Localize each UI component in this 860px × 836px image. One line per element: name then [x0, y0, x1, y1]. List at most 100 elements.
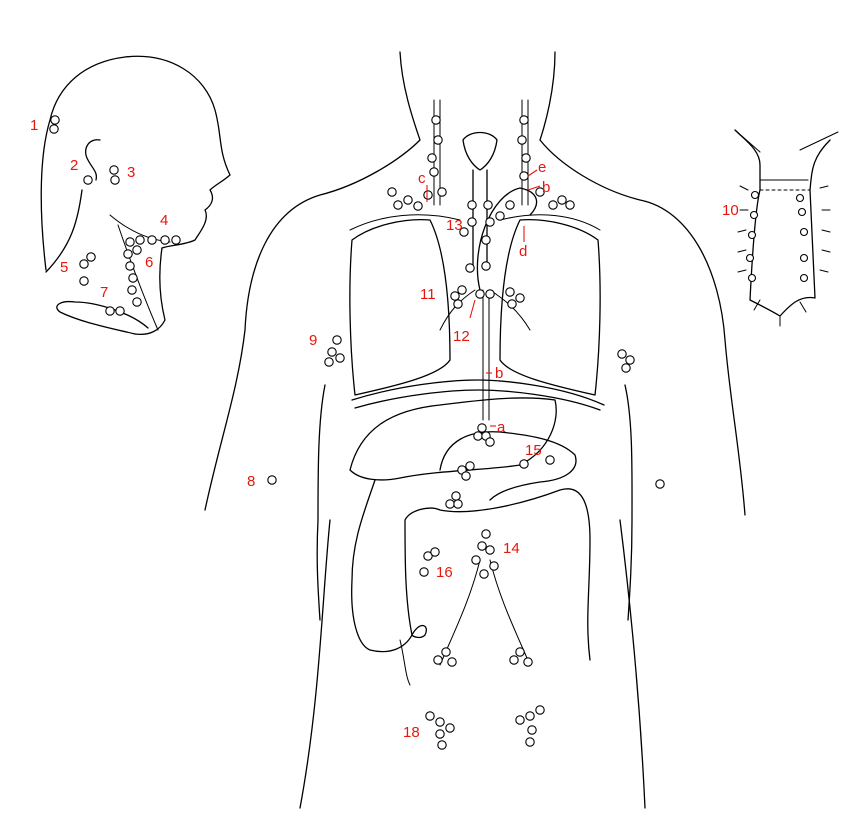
lymph-node — [548, 200, 558, 210]
label-c: c — [418, 170, 426, 187]
tree-node — [799, 227, 809, 237]
lymph-node — [332, 335, 342, 345]
neck-front-outline — [134, 247, 166, 336]
lymph-node — [479, 569, 489, 579]
lymph-node — [515, 293, 525, 303]
tree-node — [797, 207, 807, 217]
label-4: 4 — [160, 212, 168, 229]
label-3: 3 — [127, 164, 135, 181]
arm-inner-right — [624, 384, 633, 621]
lymph-node — [132, 245, 142, 255]
lymph-node — [485, 545, 495, 555]
lymph-node — [267, 475, 277, 485]
lymph-node — [461, 471, 471, 481]
lymph-node — [485, 217, 495, 227]
appendix — [399, 639, 411, 686]
aortic-arch — [476, 187, 538, 291]
lymph-node — [441, 647, 451, 657]
collar-outline — [56, 300, 149, 335]
tree-node — [745, 253, 755, 263]
neck-back-outline — [45, 189, 83, 273]
lymph-node — [523, 657, 533, 667]
trunk-panel — [204, 51, 746, 809]
lymph-node — [445, 723, 455, 733]
lymph-node — [451, 491, 461, 501]
lymph-node — [475, 289, 485, 299]
intestine — [351, 479, 591, 661]
lymph-node — [419, 567, 429, 577]
lymph-node — [127, 285, 137, 295]
lymph-node — [125, 261, 135, 271]
lymph-node — [467, 217, 477, 227]
lymph-node — [425, 711, 435, 721]
head-outline — [40, 55, 231, 271]
lymph-node — [387, 187, 397, 197]
lymph-node — [519, 171, 529, 181]
lymph-node — [423, 551, 433, 561]
lymph-node — [430, 547, 440, 557]
tree-node — [795, 193, 805, 203]
stomach — [439, 431, 577, 501]
lymph-node — [465, 263, 475, 273]
label-12: 12 — [453, 328, 470, 345]
lymph-node — [128, 273, 138, 283]
lymph-node — [557, 195, 567, 205]
lymph-node — [473, 431, 483, 441]
lymph-node — [457, 285, 467, 295]
lymph-node — [483, 200, 493, 210]
intestine-inner — [411, 624, 427, 639]
tree-branch-top — [734, 129, 839, 153]
liver — [349, 397, 557, 481]
lymph-node — [49, 124, 59, 134]
label-7: 7 — [100, 284, 108, 301]
label-6: 6 — [145, 254, 153, 271]
lymph-node — [433, 655, 443, 665]
label-16: 16 — [436, 564, 453, 581]
lymph-node — [515, 647, 525, 657]
label-2: 2 — [70, 157, 78, 174]
lymph-node — [431, 115, 441, 125]
lymph-node — [171, 235, 181, 245]
lymph-node — [403, 195, 413, 205]
body-outline-left — [204, 51, 421, 511]
lymph-node — [565, 200, 575, 210]
label-1: 1 — [30, 117, 38, 134]
lymph-node — [621, 363, 631, 373]
label-b-mid: b — [495, 365, 503, 382]
torso-side-right — [619, 519, 646, 809]
labels: 1 2 3 4 5 6 7 8 9 10 11 12 13 14 15 16 1… — [30, 117, 739, 741]
label-9: 9 — [309, 332, 317, 349]
tree-node — [747, 230, 757, 240]
lymph-node — [507, 299, 517, 309]
lymph-node — [459, 227, 469, 237]
label-5: 5 — [60, 259, 68, 276]
pointer-e — [527, 169, 538, 177]
lymph-node — [617, 349, 627, 359]
lymph-node — [435, 729, 445, 739]
subclavian-right — [499, 214, 601, 231]
tree-ribs — [737, 185, 831, 327]
body-outline-right — [539, 51, 746, 516]
lymph-node — [79, 276, 89, 286]
lymph-node — [521, 153, 531, 163]
lymph-node — [545, 455, 555, 465]
lymph-node — [477, 423, 487, 433]
lymph-node — [535, 705, 545, 715]
lymph-node — [123, 249, 133, 259]
label-13: 13 — [446, 217, 463, 234]
lymph-node — [453, 499, 463, 509]
label-e: e — [538, 159, 546, 176]
lymph-node — [485, 437, 495, 447]
lymph-node — [135, 235, 145, 245]
lymph-node — [437, 740, 447, 750]
lymph-node — [515, 715, 525, 725]
lymph-node — [519, 459, 529, 469]
pointer-b-top — [527, 185, 541, 191]
tree-node — [799, 273, 809, 283]
tree-node — [799, 253, 809, 263]
lymph-node — [83, 175, 93, 185]
label-18: 18 — [403, 724, 420, 741]
tree-node — [749, 210, 759, 220]
lung-right — [499, 219, 601, 396]
